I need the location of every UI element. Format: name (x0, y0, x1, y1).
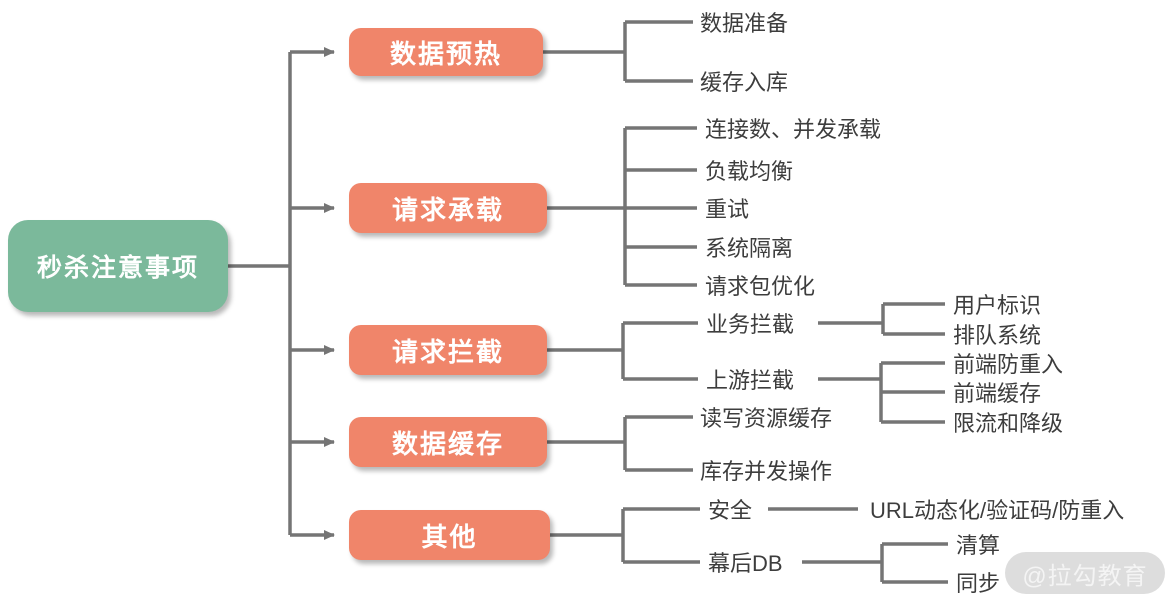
branch-node-label: 请求拦截 (391, 336, 504, 367)
trunk-connectors (228, 47, 335, 540)
root-node-label: 秒杀注意事项 (36, 254, 199, 282)
group3-connectors (547, 302, 945, 424)
leaf-label: 上游拦截 (706, 368, 795, 393)
leaf-label: 清算 (956, 533, 1001, 558)
leaf-label: 缓存入库 (700, 70, 789, 95)
watermark-badge: @拉勾教育 (1005, 552, 1165, 594)
group4-connectors (547, 415, 693, 472)
group5-connectors (550, 507, 948, 584)
leaf-label: 业务拦截 (706, 312, 795, 337)
leaf-label: 重试 (705, 197, 750, 222)
root-node: 秒杀注意事项 (8, 220, 228, 312)
branch-node-request-capacity: 请求承载 (349, 183, 547, 233)
leaf-label: 请求包优化 (705, 274, 816, 299)
group1-connectors (543, 20, 693, 83)
leaf-label: 库存并发操作 (700, 459, 833, 484)
branch-node-other: 其他 (349, 510, 550, 560)
leaf-label: 幕后DB (708, 551, 783, 576)
leaf-label: 限流和降级 (953, 411, 1064, 436)
branch-node-label: 数据预热 (389, 38, 502, 69)
watermark-label: @拉勾教育 (1022, 562, 1148, 590)
group2-connectors (547, 126, 697, 287)
branch-node-data-preheat: 数据预热 (349, 28, 543, 76)
leaf-label: 连接数、并发承载 (705, 117, 882, 142)
branch-node-request-intercept: 请求拦截 (349, 325, 547, 375)
branch-node-label: 其他 (421, 521, 478, 552)
leaf-label: 同步 (956, 571, 1001, 596)
leaf-label: 排队系统 (953, 323, 1042, 348)
leaf-label: 负载均衡 (705, 159, 794, 184)
leaf-label: 数据准备 (700, 11, 789, 36)
branch-node-label: 请求承载 (391, 194, 504, 225)
branch-node-label: 数据缓存 (391, 428, 504, 459)
leaf-label: 读写资源缓存 (700, 406, 833, 431)
leaf-label: URL动态化/验证码/防重入 (870, 498, 1125, 523)
branch-node-data-cache: 数据缓存 (349, 417, 547, 467)
leaf-label: 系统隔离 (705, 236, 794, 261)
leaf-label: 前端缓存 (953, 381, 1042, 406)
leaf-label: 前端防重入 (953, 352, 1064, 377)
leaf-label: 用户标识 (953, 293, 1042, 318)
leaf-label: 安全 (708, 498, 753, 523)
